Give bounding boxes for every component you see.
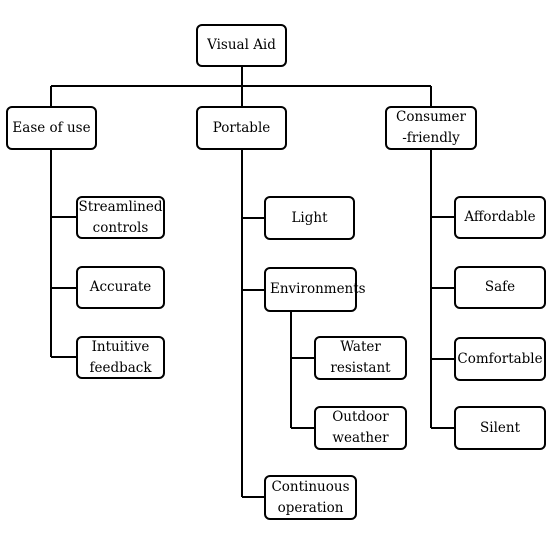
node-visual-aid: Visual Aid xyxy=(196,24,287,67)
node-affordable: Affordable xyxy=(454,196,546,239)
node-silent: Silent xyxy=(454,406,546,450)
node-continuous-operation: Continuous operation xyxy=(264,475,357,520)
node-safe: Safe xyxy=(454,266,546,309)
node-outdoor-weather: Outdoor weather xyxy=(314,406,407,450)
node-accurate: Accurate xyxy=(76,266,165,309)
node-consumer-friendly: Consumer -friendly xyxy=(385,106,477,150)
node-light: Light xyxy=(264,196,355,240)
node-streamlined-controls: Streamlined controls xyxy=(76,196,165,239)
node-environments: Environments xyxy=(264,267,366,312)
node-intuitive-feedback: Intuitive feedback xyxy=(76,336,165,379)
node-portable: Portable xyxy=(196,106,287,150)
node-comfortable: Comfortable xyxy=(454,337,546,381)
node-ease-of-use: Ease of use xyxy=(6,106,97,150)
node-water-resistant: Water resistant xyxy=(314,336,407,380)
